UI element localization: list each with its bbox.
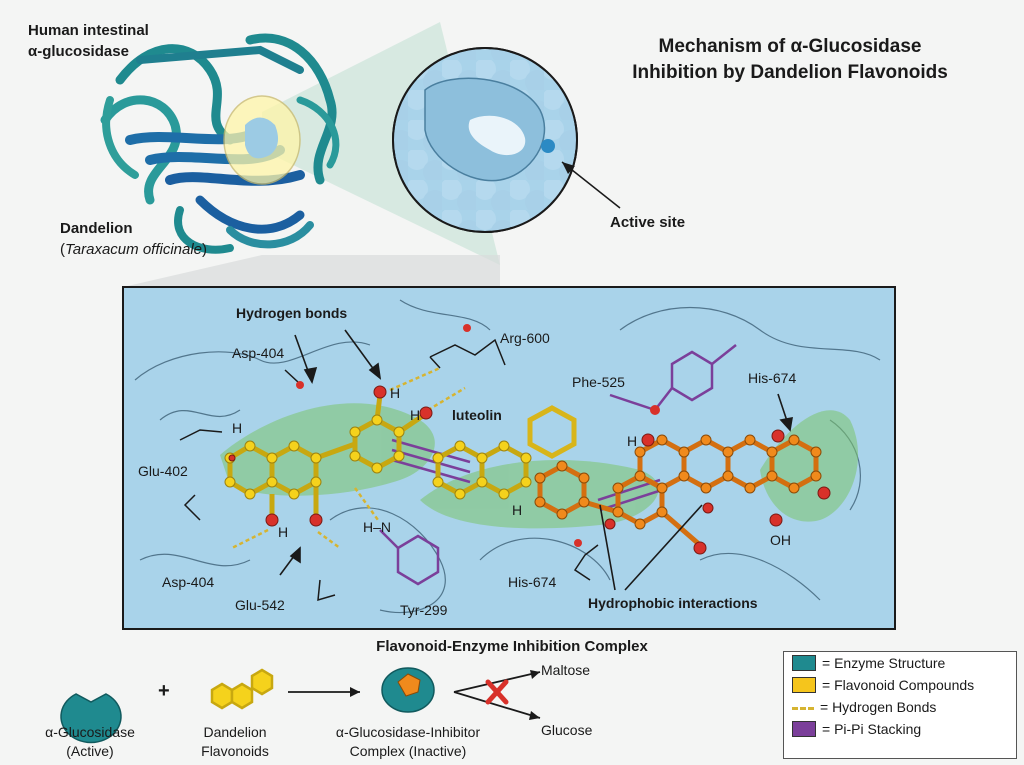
active-site-spot [541, 139, 555, 153]
title-line1: Mechanism of α-Glucosidase [658, 36, 922, 57]
label-his674-top: His-674 [748, 370, 796, 386]
dandelion-label: Dandelion (Taraxacum officinale) [60, 218, 260, 260]
label-luteolin: luteolin [452, 407, 502, 423]
label-arg600: Arg-600 [500, 330, 550, 346]
label-phe525: Phe-525 [572, 374, 625, 390]
label-tyr299: Tyr-299 [400, 602, 448, 618]
label-asp404-top: Asp-404 [232, 345, 284, 361]
dandelion-name: Dandelion [60, 220, 133, 237]
tyr-299-sidechain [379, 529, 440, 586]
legend-label-pi: = Pi-Pi Stacking [822, 721, 922, 737]
scheme-glucose: Glucose [541, 722, 593, 738]
surface-contours [134, 299, 881, 614]
legend-item-pi: = Pi-Pi Stacking [784, 718, 1016, 740]
legend-label-enzyme: = Enzyme Structure [822, 655, 946, 671]
complex-panel: Hydrogen bonds Asp-404 Arg-600 Phe-525 H… [122, 255, 896, 630]
enzyme-label-line2: α-glucosidase [28, 43, 129, 60]
scheme-plus: + [158, 680, 170, 702]
label-hydrogen-bonds: Hydrogen bonds [236, 305, 347, 321]
residue-stick-lines [179, 338, 599, 602]
dandelion-paren-close: ) [202, 241, 208, 258]
scheme-flavonoid-label: Dandelion Flavonoids [180, 723, 290, 761]
label-glu402: Glu-402 [138, 463, 188, 479]
enzyme-active-icon [60, 693, 122, 744]
scheme-complex-label: α-Glucosidase-Inhibitor Complex (Inactiv… [318, 723, 498, 761]
legend-swatch-pi [792, 721, 816, 737]
legend-label-flavonoid: = Flavonoid Compounds [822, 677, 975, 693]
complex-caption: Flavonoid-Enzyme Inhibition Complex [376, 638, 648, 655]
enzyme-overview [100, 22, 621, 265]
enzyme-label: Human intestinal α-glucosidase [28, 20, 248, 62]
scheme-flav-line1: Dandelion [203, 724, 267, 740]
label-h-2: H [410, 407, 420, 423]
legend-item-hbond: = Hydrogen Bonds [784, 696, 1016, 718]
blocked-x-icon [485, 679, 509, 705]
scheme-enzyme-line2: (Active) [66, 743, 114, 759]
legend-item-enzyme: = Enzyme Structure [784, 652, 1016, 674]
scheme-maltose: Maltose [541, 662, 591, 678]
label-hydrophobic: Hydrophobic interactions [588, 595, 758, 611]
scheme-complex-line2: Complex (Inactive) [349, 743, 467, 759]
label-asp404-bottom: Asp-404 [162, 574, 214, 590]
label-glu542: Glu-542 [235, 597, 285, 613]
annotation-arrows [279, 329, 793, 591]
label-h-6: H [232, 420, 242, 436]
legend-label-hbond: = Hydrogen Bonds [820, 699, 937, 715]
legend-item-flavonoid: = Flavonoid Compounds [784, 674, 1016, 696]
flavonoid-icon [210, 668, 274, 710]
scheme-enzyme-line1: α-Glucosidase [45, 724, 135, 740]
luteolin-atoms [224, 414, 532, 500]
legend: = Enzyme Structure = Flavonoid Compounds… [783, 651, 1017, 759]
hydrogen-bond-lines [231, 366, 466, 550]
label-h-4: H [627, 433, 637, 449]
legend-swatch-enzyme [792, 655, 816, 671]
label-oh: OH [770, 532, 791, 548]
title-line2: Inhibition by Dandelion Flavonoids [632, 62, 948, 83]
orange-flavonoid-atoms [534, 434, 822, 530]
scheme-flav-line2: Flavonoids [201, 743, 269, 759]
luteolin-oxygens [228, 385, 433, 527]
label-h-1: H [390, 385, 400, 401]
label-h-5: H [512, 502, 522, 518]
dandelion-paren-open: ( [60, 241, 65, 258]
legend-swatch-hbond [792, 706, 814, 710]
reaction-scheme [60, 667, 541, 744]
dandelion-latin-name: Taraxacum officinale [65, 241, 203, 258]
label-hn: H–N [363, 519, 391, 535]
legend-swatch-flavonoid [792, 677, 816, 693]
page-title: Mechanism of α-Glucosidase Inhibition by… [570, 34, 1010, 86]
label-his674-bottom: His-674 [508, 574, 556, 590]
orange-flavonoid-oxygens [604, 429, 831, 555]
scheme-enzyme-label: α-Glucosidase (Active) [20, 723, 160, 761]
label-h-3: H [278, 524, 288, 540]
scheme-complex-line1: α-Glucosidase-Inhibitor [335, 724, 481, 740]
enzyme-label-line1: Human intestinal [28, 22, 149, 39]
active-site-label: Active site [610, 214, 686, 231]
